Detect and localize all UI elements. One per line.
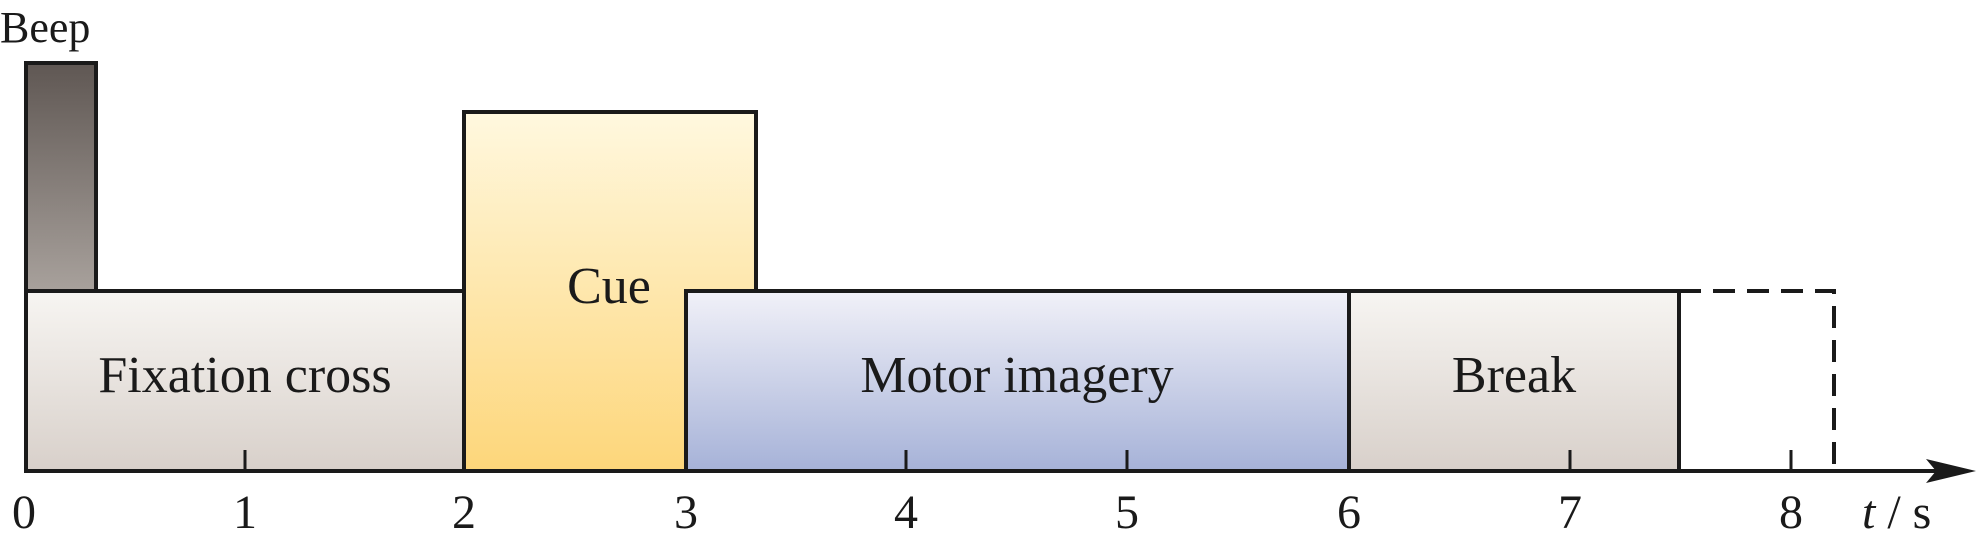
tick-label-4: 4 — [894, 486, 918, 534]
dashed-segment — [1679, 289, 1836, 468]
axis-unit-t: t — [1862, 486, 1877, 534]
motor-imagery-segment — [684, 289, 1351, 473]
tick-label-0: 0 — [12, 486, 36, 534]
axis-unit-label: t / s — [1862, 486, 1931, 534]
axis-unit-seconds: / s — [1875, 486, 1931, 534]
tick-label-2: 2 — [452, 486, 476, 534]
fixation-segment — [24, 289, 466, 473]
tick-label-8: 8 — [1779, 486, 1803, 534]
time-axis-arrowhead — [1926, 459, 1976, 483]
break-segment — [1347, 289, 1681, 473]
break-label: Break — [1452, 347, 1576, 404]
tick-label-5: 5 — [1115, 486, 1139, 534]
tick-label-1: 1 — [233, 486, 257, 534]
fixation-label: Fixation cross — [98, 347, 391, 404]
tick-label-7: 7 — [1558, 486, 1582, 534]
beep-bar — [24, 61, 98, 293]
beep-label: Beep — [0, 3, 90, 52]
motor-imagery-label: Motor imagery — [860, 347, 1173, 404]
tick-label-3: 3 — [674, 486, 698, 534]
tick-label-6: 6 — [1337, 486, 1361, 534]
cue-label: Cue — [567, 258, 651, 315]
